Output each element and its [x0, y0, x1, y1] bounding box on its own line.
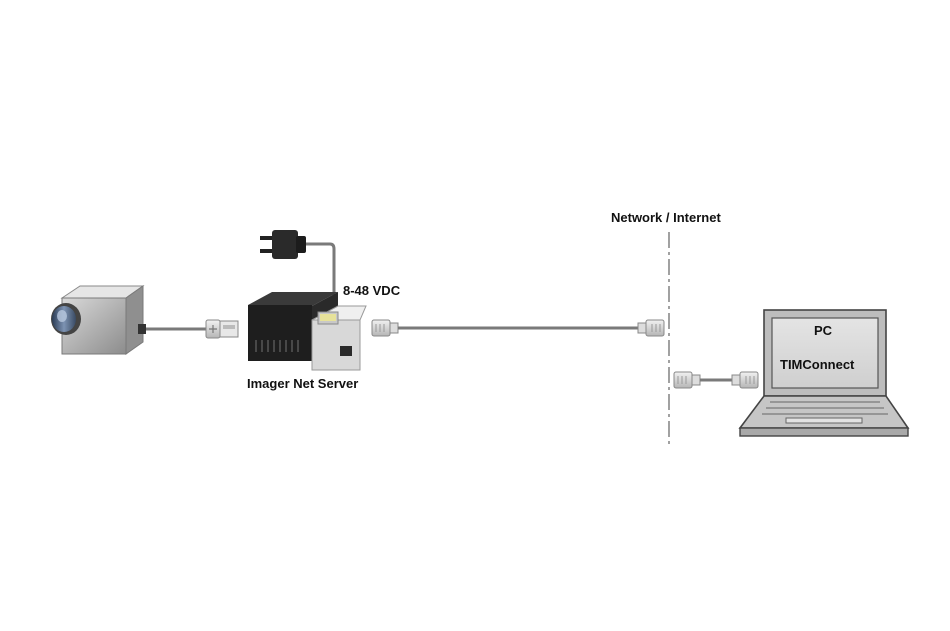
- network-internet-label: Network / Internet: [611, 210, 721, 225]
- thermal-camera-icon: [51, 286, 146, 354]
- usb-plug-icon: [206, 320, 238, 338]
- power-plug-icon: [260, 230, 334, 300]
- software-label: TIMConnect: [780, 357, 854, 372]
- voltage-label: 8-48 VDC: [343, 283, 400, 298]
- rj45-connector-icon: [732, 372, 758, 388]
- pc-label: PC: [814, 323, 832, 338]
- net-server-device-icon: [248, 292, 366, 370]
- rj45-connector-icon: [372, 320, 398, 336]
- rj45-connector-icon: [638, 320, 664, 336]
- rj45-connector-icon: [674, 372, 700, 388]
- server-label: Imager Net Server: [247, 376, 358, 391]
